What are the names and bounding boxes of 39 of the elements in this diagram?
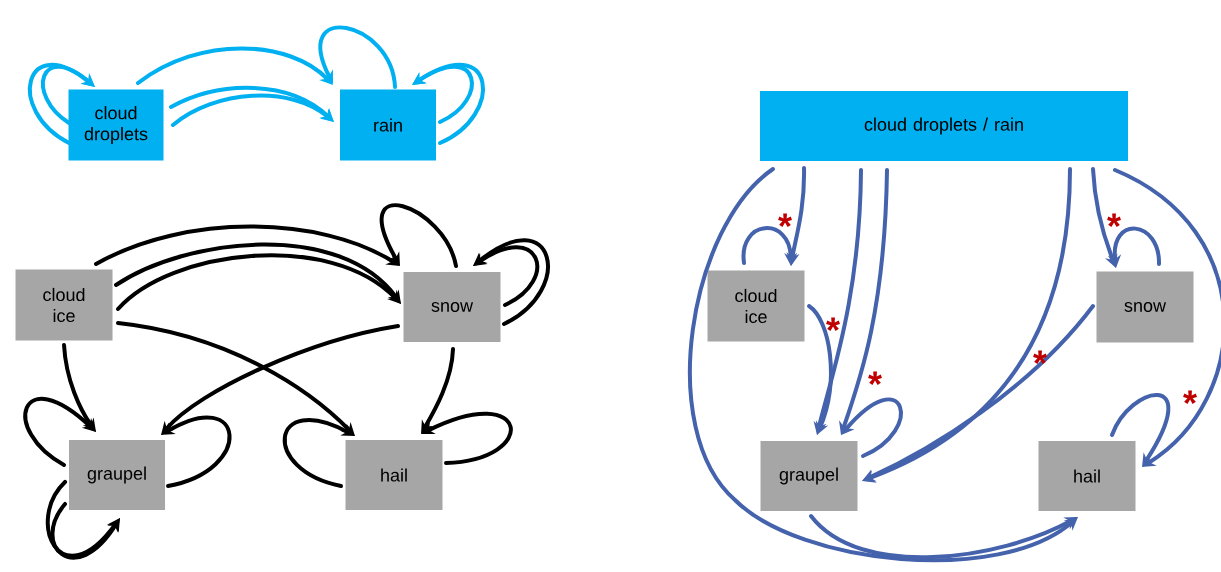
arrow xyxy=(161,324,400,435)
edge-label: * xyxy=(1033,350,1047,364)
arrow xyxy=(841,397,903,458)
arrow xyxy=(23,397,96,467)
process-box: cloud ice xyxy=(707,270,805,342)
arrow xyxy=(380,203,458,268)
process-box: hail xyxy=(345,440,443,510)
edge-label: * xyxy=(1107,213,1121,227)
arrow xyxy=(318,25,397,89)
arrow xyxy=(1110,393,1171,467)
process-box: hail xyxy=(1038,441,1136,511)
arrow xyxy=(688,167,1078,563)
arrow xyxy=(27,62,95,145)
arrow xyxy=(116,253,401,311)
process-box: graupel xyxy=(69,440,165,510)
edge-label: * xyxy=(778,213,792,227)
edge-label: * xyxy=(826,317,840,331)
arrow xyxy=(171,93,334,127)
process-box: snow xyxy=(403,272,501,342)
arrow xyxy=(62,343,96,432)
arrow xyxy=(473,238,550,326)
edge-label: * xyxy=(1183,390,1197,404)
process-box: snow xyxy=(1096,271,1194,343)
arrow xyxy=(94,224,400,266)
arrow xyxy=(50,502,120,560)
process-box: cloud ice xyxy=(15,269,113,341)
arrow xyxy=(169,85,334,122)
process-box: cloud droplets xyxy=(68,89,164,161)
arrow xyxy=(114,242,401,304)
arrow xyxy=(473,245,540,307)
arrow xyxy=(116,321,355,436)
arrow xyxy=(412,63,485,145)
process-box: cloud droplets / rain xyxy=(760,91,1128,161)
arrow xyxy=(46,480,120,558)
arrow xyxy=(1113,168,1221,467)
edge-label: * xyxy=(868,371,882,385)
arrow xyxy=(136,46,333,85)
process-box: graupel xyxy=(760,441,858,511)
process-box: rain xyxy=(340,89,436,161)
